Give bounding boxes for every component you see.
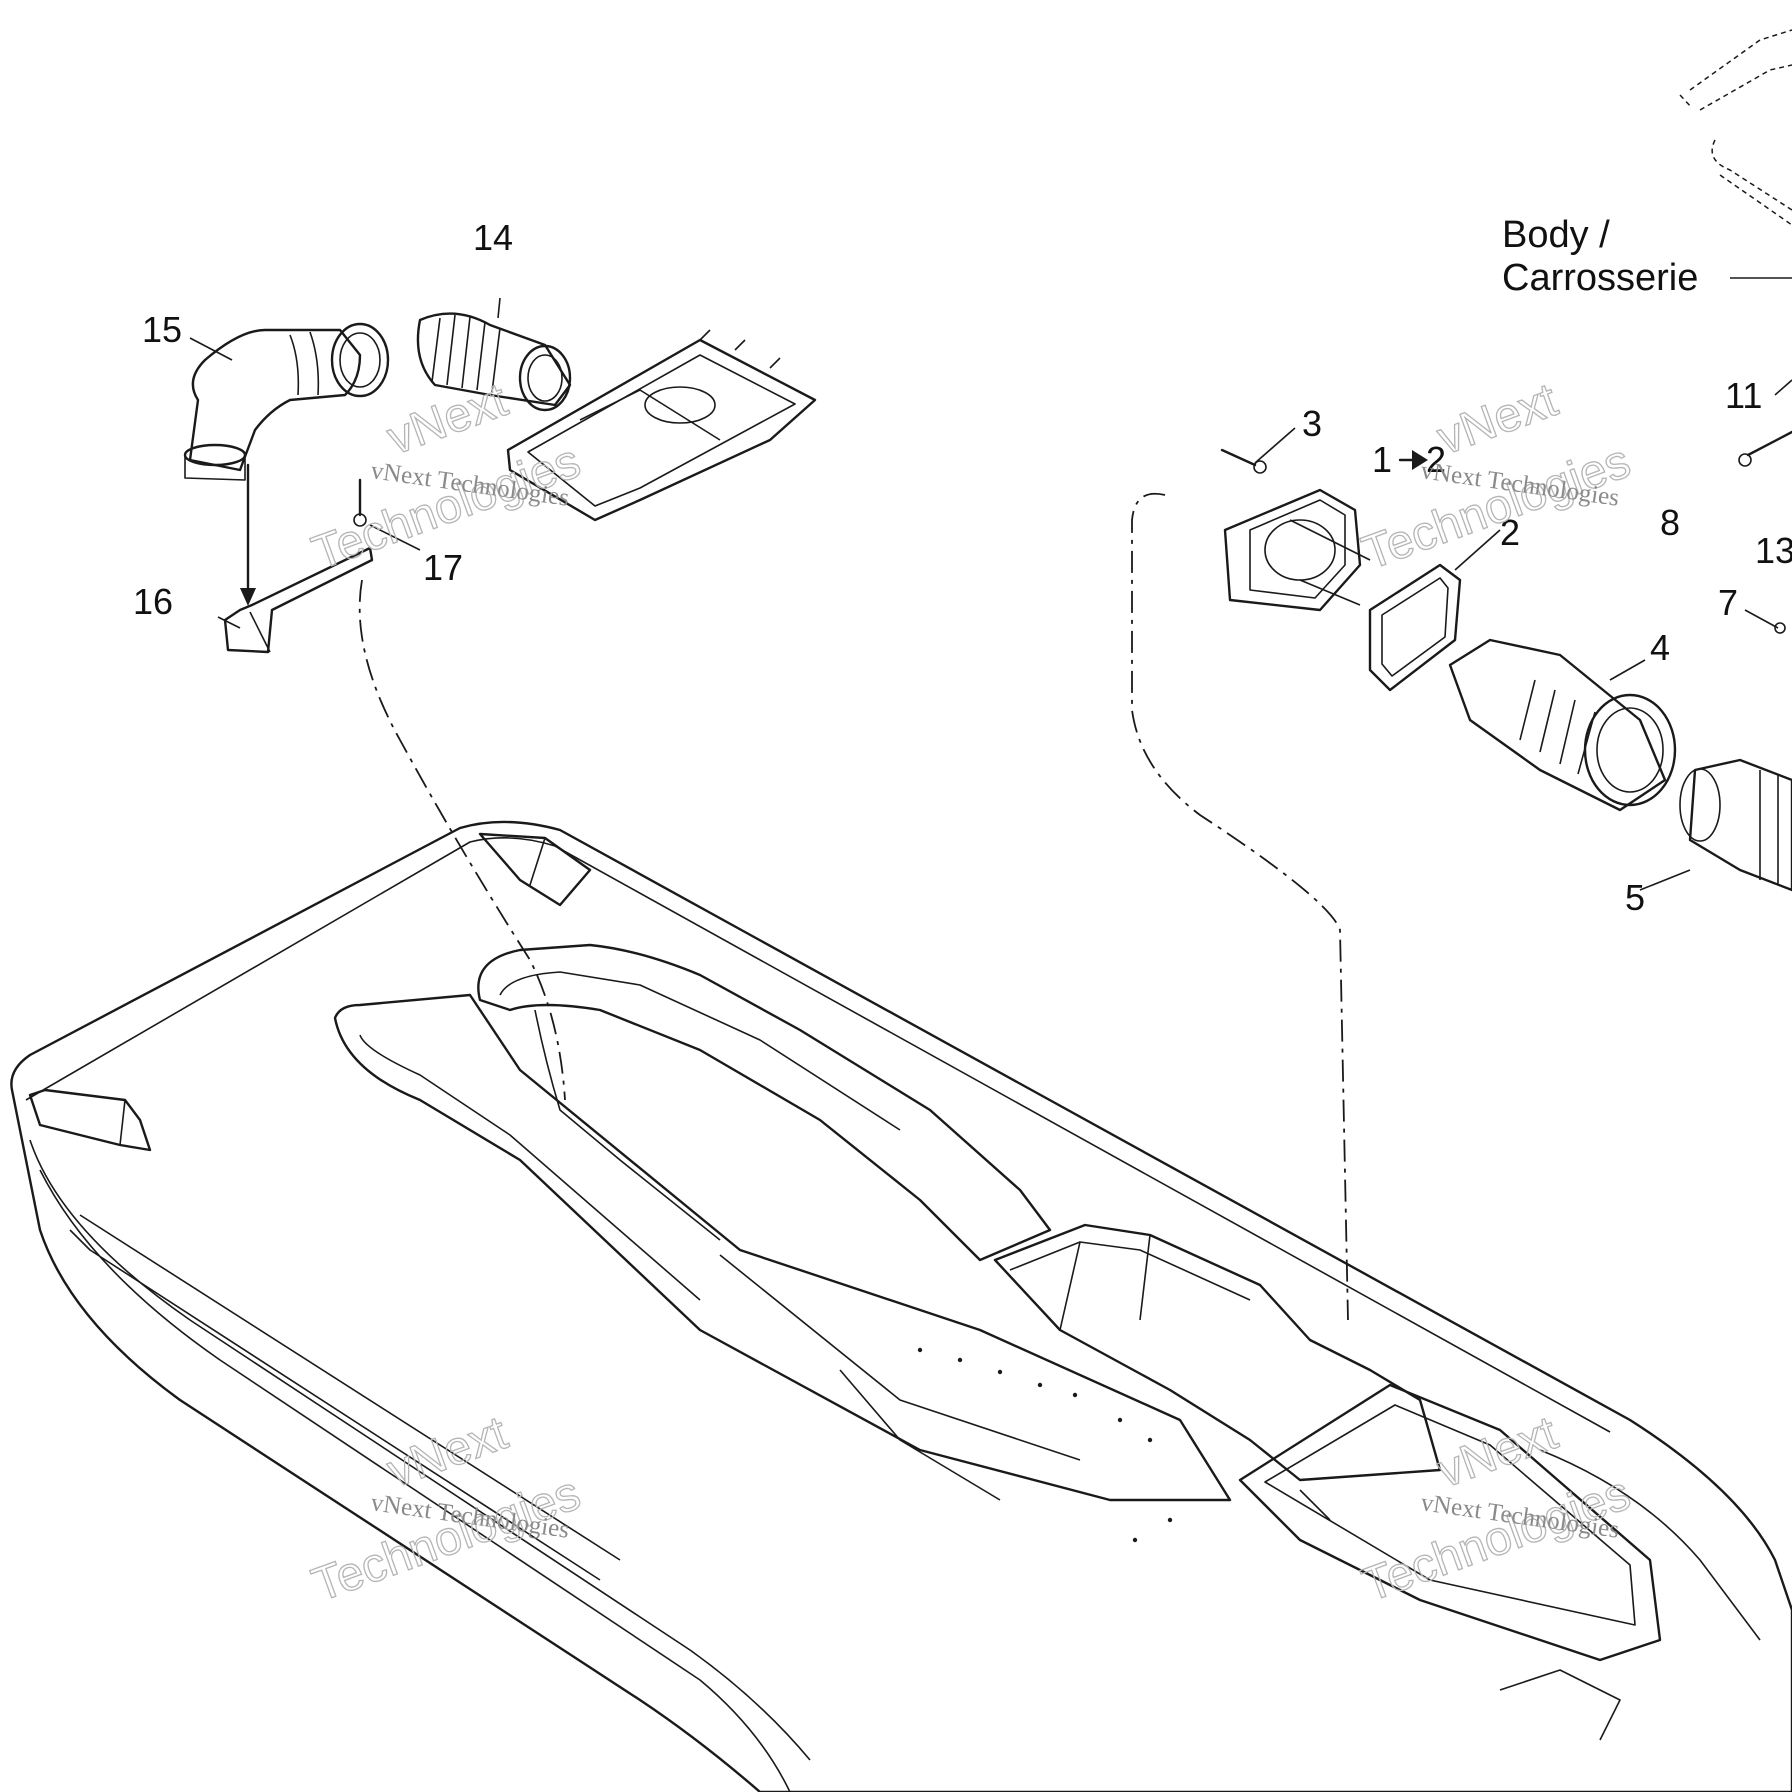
part-1-intake-housing [1223,488,1371,612]
watermark-top-right: vNext Technologies vNext Technologies [1355,373,1638,581]
part-17-screw [353,478,367,527]
leader-left [358,579,566,1101]
body-label-line2: Carrosserie [1502,257,1698,299]
callout-13: 13 [1755,530,1792,571]
part-7-clip [1774,622,1786,634]
watercraft-body [10,820,1792,1792]
leader-right [1131,492,1349,1321]
callout-17: 17 [423,547,463,588]
callout-11: 11 [1725,375,1762,416]
callout-2-ref: 2 [1426,439,1446,480]
callout-7: 7 [1718,582,1738,623]
part-8-screw [1738,430,1792,467]
rivet-holes [917,1347,1173,1543]
callout-leaders [189,277,1792,891]
callout-2: 2 [1500,512,1520,553]
part-4-ribbed-hose [1448,638,1677,812]
part-3-screw [1220,448,1267,474]
callout-15: 15 [142,309,182,350]
part-16-bracket [223,546,374,654]
part-2-gasket [1368,563,1462,692]
watermark-bottom-right: vNext Technologies vNext Technologies [1355,1406,1638,1613]
part-15-elbow-duct [183,322,390,481]
callout-4: 4 [1650,627,1670,668]
callout-14: 14 [473,217,513,258]
callout-8: 8 [1660,502,1680,543]
part-5-hose-end [1679,758,1792,892]
callout-1: 1 [1372,439,1392,480]
body-label-line1: Body / [1502,214,1610,256]
callout-3: 3 [1302,403,1322,444]
part-airbox-plate [506,329,817,522]
callout-5: 5 [1625,877,1645,918]
part-14-ribbed-duct [416,312,572,412]
body-reference-outline [1679,29,1792,226]
watermark-big-top: vNext [1431,1407,1564,1499]
watermark-big-top: vNext [1431,374,1564,466]
callout-16: 16 [133,581,173,622]
